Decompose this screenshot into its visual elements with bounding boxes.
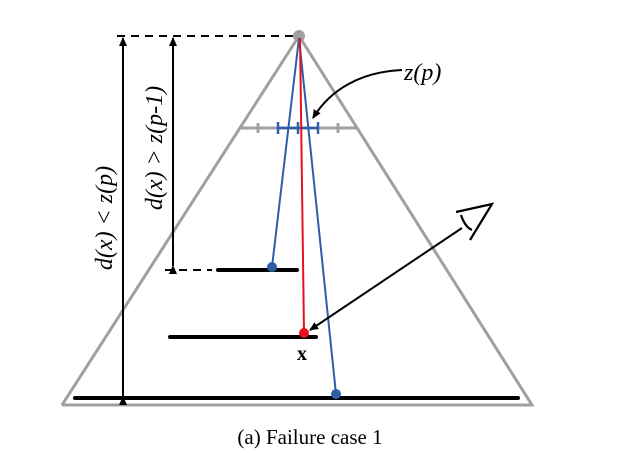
caption: (a) Failure case 1 — [237, 425, 382, 449]
surfaces — [73, 268, 520, 400]
zp-pointer-arrow — [312, 69, 403, 119]
x-label: x — [297, 343, 307, 365]
ray-hit-near — [267, 262, 277, 272]
view-arrow — [309, 227, 463, 331]
camera-center — [293, 30, 305, 42]
zp-label: z(p) — [403, 60, 441, 86]
dist-greater-label: d(x) > z(p-1) — [142, 86, 168, 210]
point-x — [299, 328, 309, 338]
ray-hit-far — [331, 389, 341, 399]
rays — [271, 37, 337, 395]
dist-less-label: d(x) < z(p) — [92, 166, 118, 270]
eye-icon — [455, 202, 495, 241]
pixel-interval — [276, 122, 320, 134]
